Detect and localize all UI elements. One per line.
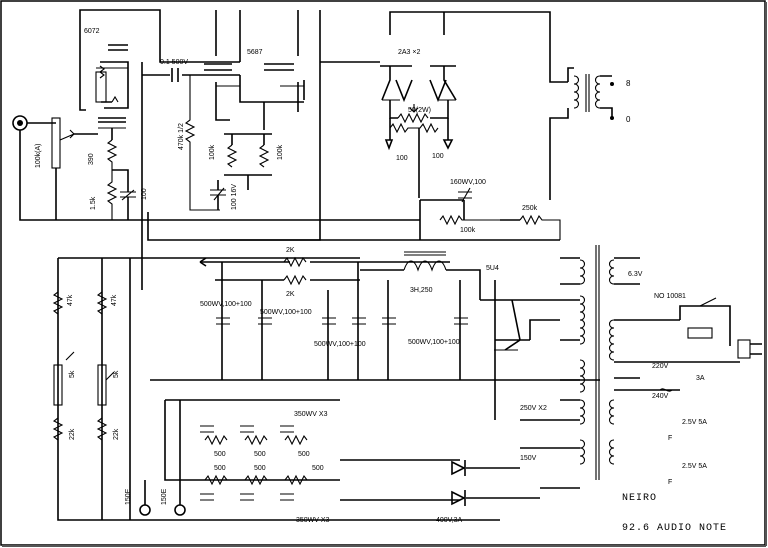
label-500wv-4: 500WV,100+100 [408, 339, 460, 346]
label-50-2w: 50(2W) [408, 107, 431, 114]
label-led-1: 150E [125, 488, 132, 505]
label-5u4: 5U4 [486, 265, 499, 272]
label-220v: 220V [652, 363, 669, 370]
label-tap-0: 0 [626, 115, 631, 124]
label-500wv-2: 500WV,100+100 [260, 309, 312, 316]
label-6072: 6072 [84, 28, 100, 35]
label-150v: 150V [520, 455, 537, 462]
label-cap-160v: 160WV,100 [450, 179, 486, 186]
output-2a3 [239, 10, 614, 240]
label-neiro: NEIRO [622, 493, 657, 504]
label-f-a: F [668, 435, 672, 442]
led-a [139, 504, 151, 516]
label-100-left: 100 [396, 155, 408, 162]
input-stage [12, 9, 420, 290]
label-coupling-cap: 0.1 500V [160, 59, 188, 66]
label-1k5: 1.5k [90, 196, 97, 210]
volume-pot [51, 117, 61, 169]
label-audio-note: 92.6 AUDIO NOTE [622, 523, 727, 534]
label-250v-x2: 250V X2 [520, 405, 547, 412]
label-350wv-bot: 350WV X3 [296, 517, 330, 524]
label-500-2: 500 [254, 451, 266, 458]
label-volume: 100k(A) [35, 143, 42, 168]
label-2-5v-b: 2.5V 5A [682, 463, 707, 470]
label-470k: 470k 1/2 [178, 123, 185, 150]
label-2k-bot: 2K [286, 291, 295, 298]
bias-pot-a [53, 364, 63, 406]
label-5687: 5687 [247, 49, 263, 56]
power-transformer [520, 245, 762, 489]
label-3a: 3A [696, 375, 705, 382]
led-b [174, 504, 186, 516]
label-350wv-top: 350WV X3 [294, 411, 328, 418]
label-240v: 240V [652, 393, 669, 400]
label-500-4: 500 [214, 465, 226, 472]
label-400v-3a: 400V,3A [436, 517, 463, 524]
label-tap-8: 8 [626, 79, 631, 88]
label-no-100: NO 10081 [654, 293, 686, 300]
driver-5687 [184, 10, 321, 241]
label-500-3: 500 [298, 451, 310, 458]
label-pot-5k-b: 5k [113, 370, 120, 378]
label-500-6: 500 [312, 465, 324, 472]
label-cap-100-16: 100 16V [231, 184, 238, 210]
bias-pot-b [97, 364, 107, 406]
label-250k: 250k [522, 205, 538, 212]
label-2a3: 2A3 ×2 [398, 49, 420, 56]
label-390: 390 [88, 153, 95, 165]
ac-plug [737, 339, 751, 359]
label-22k-b: 22k [113, 428, 120, 440]
label-2k-top: 2K [286, 247, 295, 254]
label-100k-c: 100k [460, 227, 476, 234]
label-47k-a: 47k [67, 294, 74, 306]
label-6-3v: 6.3V [628, 271, 643, 278]
label-500wv-1: 500WV,100+100 [200, 301, 252, 308]
label-500-1: 500 [214, 451, 226, 458]
label-100k-b: 100k [277, 144, 284, 160]
label-100-right: 100 [432, 153, 444, 160]
labels: 6072 0.1 500V 5687 2A3 ×2 8 0 100k(A) 39… [35, 28, 727, 534]
label-500-5: 500 [254, 465, 266, 472]
label-47k-b: 47k [111, 294, 118, 306]
label-22k-a: 22k [69, 428, 76, 440]
label-500wv-3: 500WV,100+100 [314, 341, 366, 348]
label-choke: 3H,250 [410, 287, 433, 294]
coupling-cap [142, 68, 240, 82]
label-f-b: F [668, 479, 672, 486]
label-led-2: 150E [161, 488, 168, 505]
bias-supply [52, 257, 540, 521]
label-cap-100: 100 [141, 188, 148, 200]
label-pot-5k-a: 5k [69, 370, 76, 378]
line-fuse-holder [687, 327, 713, 339]
bplus-supply [147, 212, 600, 420]
label-2-5v-a: 2.5V 5A [682, 419, 707, 426]
bias-trimmer [95, 71, 107, 103]
label-100k-a: 100k [209, 144, 216, 160]
